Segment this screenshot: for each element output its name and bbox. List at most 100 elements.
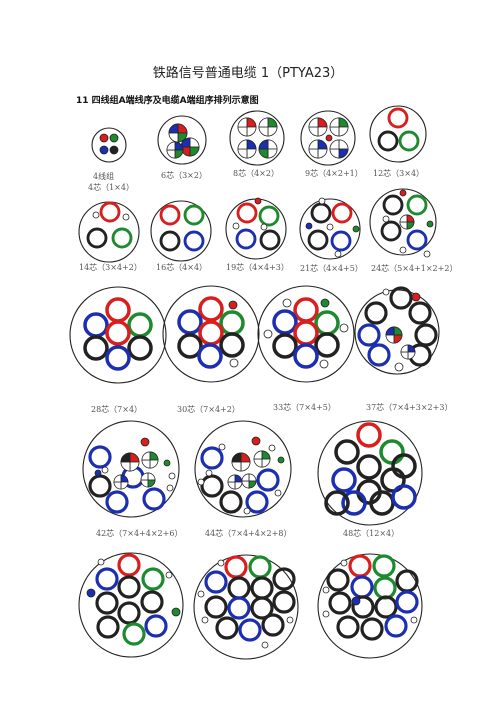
- quad-ring: [159, 204, 181, 226]
- quad-ring: [356, 454, 382, 480]
- conductor: [229, 358, 239, 368]
- quad-ring: [293, 343, 319, 369]
- cable-sheath: [150, 200, 212, 262]
- conductor: [109, 145, 119, 155]
- quad-ring: [334, 439, 360, 465]
- cable-sheath: [369, 105, 427, 163]
- quad-ring: [341, 490, 367, 516]
- quad-wire: [248, 473, 257, 482]
- quad-ring: [331, 202, 353, 224]
- quad-ring: [198, 296, 224, 322]
- quad-wire: [400, 344, 409, 353]
- quad-wire: [237, 139, 248, 150]
- conductor: [334, 250, 342, 258]
- quad-ring: [177, 333, 203, 359]
- quad-ring: [391, 484, 417, 510]
- conductor: [243, 507, 251, 515]
- quad-wire: [246, 148, 257, 159]
- quad-ring: [357, 323, 381, 347]
- quad-wire: [166, 149, 176, 159]
- conductor: [351, 596, 361, 606]
- quad-ring: [218, 431, 242, 455]
- conductor: [426, 220, 434, 228]
- cable-sheath: [317, 553, 423, 659]
- conductor: [109, 133, 119, 143]
- quad-ring: [395, 569, 419, 593]
- quad-wire: [308, 117, 319, 128]
- conductor: [232, 222, 240, 230]
- conductor: [228, 300, 238, 310]
- quad-wire: [168, 123, 179, 134]
- diagram-label: 30芯（7×4+2）: [177, 405, 240, 414]
- quad-ring: [122, 622, 146, 646]
- quad-ring: [389, 286, 413, 310]
- cable-sheath: [162, 285, 260, 383]
- quad-ring: [235, 228, 257, 250]
- cable-sheath: [194, 420, 292, 518]
- quad-wire: [308, 148, 319, 159]
- quad-ring: [382, 194, 404, 216]
- quad-wire: [240, 452, 251, 463]
- quad-wire: [246, 126, 257, 137]
- quad-ring: [117, 601, 141, 625]
- quad-ring: [293, 320, 319, 346]
- quad-ring: [293, 297, 319, 323]
- quad-ring: [310, 202, 332, 224]
- quad-wire: [317, 117, 328, 128]
- quad-ring: [105, 320, 131, 346]
- conductor: [94, 469, 102, 477]
- quad-ring: [351, 595, 375, 619]
- quad-ring: [105, 345, 131, 371]
- quad-ring: [374, 595, 398, 619]
- conductor: [165, 571, 173, 579]
- quad-ring: [227, 576, 251, 600]
- diagram-label: 42芯（7×4+4×2+6）: [96, 529, 183, 538]
- quad-ring: [324, 490, 350, 516]
- quad-wire: [174, 149, 184, 159]
- conductor: [166, 484, 174, 492]
- conductor: [325, 134, 333, 142]
- quad-wire: [338, 117, 349, 128]
- conductor: [305, 222, 313, 230]
- quad-ring: [406, 194, 428, 216]
- conductor: [205, 469, 213, 477]
- conductor: [320, 298, 330, 308]
- quad-wire: [240, 461, 251, 472]
- conductor: [274, 489, 282, 497]
- conductor: [277, 456, 285, 464]
- quad-wire: [253, 450, 263, 460]
- cable-sheath: [157, 115, 207, 165]
- quad-ring: [391, 453, 417, 479]
- quad-ring: [336, 615, 360, 639]
- quad-wire: [267, 139, 278, 150]
- conductor: [394, 362, 404, 372]
- conductor: [410, 616, 418, 624]
- quad-wire: [338, 126, 349, 137]
- quad-wire: [246, 139, 257, 150]
- quad-ring: [372, 554, 396, 578]
- quad-wire: [120, 481, 129, 490]
- quad-ring: [105, 490, 129, 514]
- conductor: [319, 359, 329, 369]
- quad-wire: [329, 117, 340, 128]
- quad-wire: [237, 148, 248, 159]
- page-title: 铁路信号普通电缆 1（PTYA23）: [152, 66, 344, 81]
- diagram-label: 4芯（1×4）: [88, 183, 134, 192]
- quad-ring: [200, 474, 224, 498]
- conductor: [263, 329, 273, 339]
- conductor: [197, 590, 205, 598]
- conductor: [171, 607, 181, 617]
- quad-ring: [142, 487, 166, 511]
- quad-wire: [267, 117, 278, 128]
- quad-wire: [267, 148, 278, 159]
- quad-wire: [241, 480, 250, 489]
- quad-wire: [189, 146, 200, 157]
- conductor: [339, 323, 349, 333]
- conductor: [322, 586, 330, 594]
- conductor: [97, 558, 105, 566]
- quad-ring: [215, 616, 239, 640]
- quad-ring: [272, 333, 298, 359]
- quad-wire: [227, 474, 236, 483]
- conductor: [168, 472, 176, 480]
- diagram-label: 19芯（4×4+3）: [226, 263, 289, 272]
